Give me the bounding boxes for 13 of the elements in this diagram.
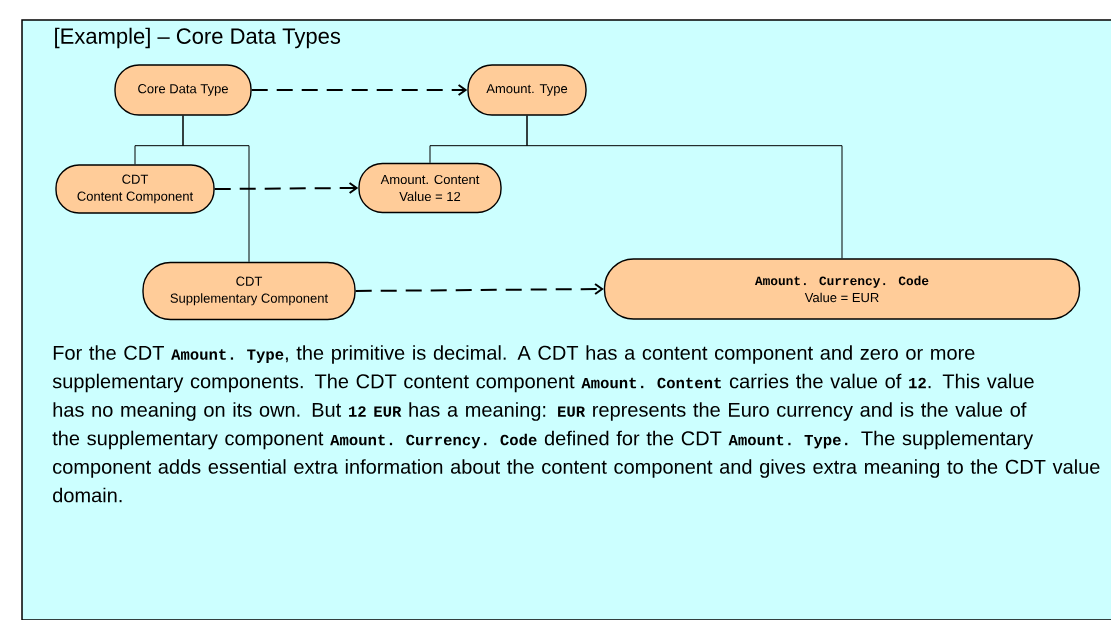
rounded-box: Amount. Type bbox=[467, 64, 587, 116]
connector-line bbox=[182, 115, 250, 263]
connector-line bbox=[526, 115, 843, 259]
dashed-arrow bbox=[213, 182, 359, 195]
rounded-box: Core Data Type bbox=[114, 64, 252, 116]
dashed-arrow bbox=[250, 84, 468, 96]
title: [Example] – Core Data Types bbox=[55, 27, 341, 49]
rounded-box: CDT Content Component bbox=[55, 164, 215, 214]
dashed-arrow bbox=[354, 283, 604, 296]
rounded-box: CDT Supplementary Component bbox=[142, 261, 356, 321]
rounded-box: Amount. Currency. Code Value = EUR bbox=[603, 258, 1081, 320]
rounded-box: Amount. Content Value = 12 bbox=[358, 162, 502, 214]
paragraph: For the CDT Amount. Type, the primitive is decimal. A CDT has a content component and zero or more supplementary components. The CDT content component Amount. Content carries the value of 12. This value has no meaning on its own. But 12 EUR has a meaning: EUR represents the Euro currency and is the value of the supplementary component Amount. Currency. Code defined for the CDT Amount. Type. The supplementary component adds essential extra information about the content component and gives extra meaning to the CDT value domain. bbox=[52, 345, 1100, 503]
